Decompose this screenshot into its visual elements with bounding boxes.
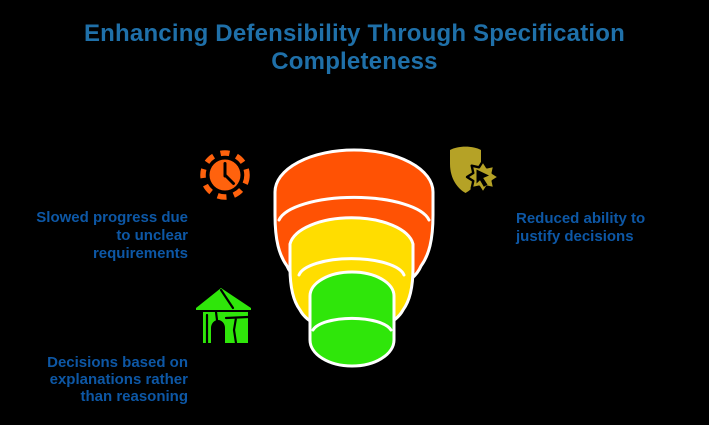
shield-gear-cursor-icon <box>450 146 501 195</box>
cracked-house-icon <box>196 288 251 345</box>
funnel-middle-rim-arc <box>297 257 406 277</box>
house-cracks <box>205 288 250 345</box>
callout-slowed-progress: Slowed progress due to unclear requireme… <box>0 209 188 263</box>
clock-dashed-ring <box>200 150 250 200</box>
callout-line: justify decisions <box>516 228 634 245</box>
callout-line: Decisions based on <box>47 354 188 371</box>
page-title-line-2: Completeness <box>271 48 438 75</box>
funnel-bottom-rim-arc <box>311 316 393 332</box>
funnel-top-rim-arc <box>277 195 431 222</box>
callout-line: requirements <box>92 245 188 262</box>
callout-line: to unclear <box>116 227 188 244</box>
funnel <box>273 148 435 368</box>
clock-hands <box>223 162 235 185</box>
cursor-arrow <box>476 169 489 187</box>
page-title: Enhancing Defensibility Through Specific… <box>0 20 709 76</box>
callout-line: Slowed progress due <box>36 209 188 226</box>
house-door <box>211 320 225 343</box>
page-title-line-1: Enhancing Defensibility Through Specific… <box>83 20 626 47</box>
funnel-layer-bottom <box>308 270 396 368</box>
house-roof <box>196 288 251 310</box>
callout-decisions-explanations: Decisions based on explanations rather t… <box>0 354 188 405</box>
dashed-clock-icon <box>200 150 250 200</box>
callout-reduced-justification: Reduced ability to justify decisions <box>516 210 696 246</box>
callout-line: explanations rather <box>49 371 188 388</box>
callout-line: Reduced ability to <box>516 210 646 227</box>
callout-line: than reasoning <box>80 388 188 405</box>
